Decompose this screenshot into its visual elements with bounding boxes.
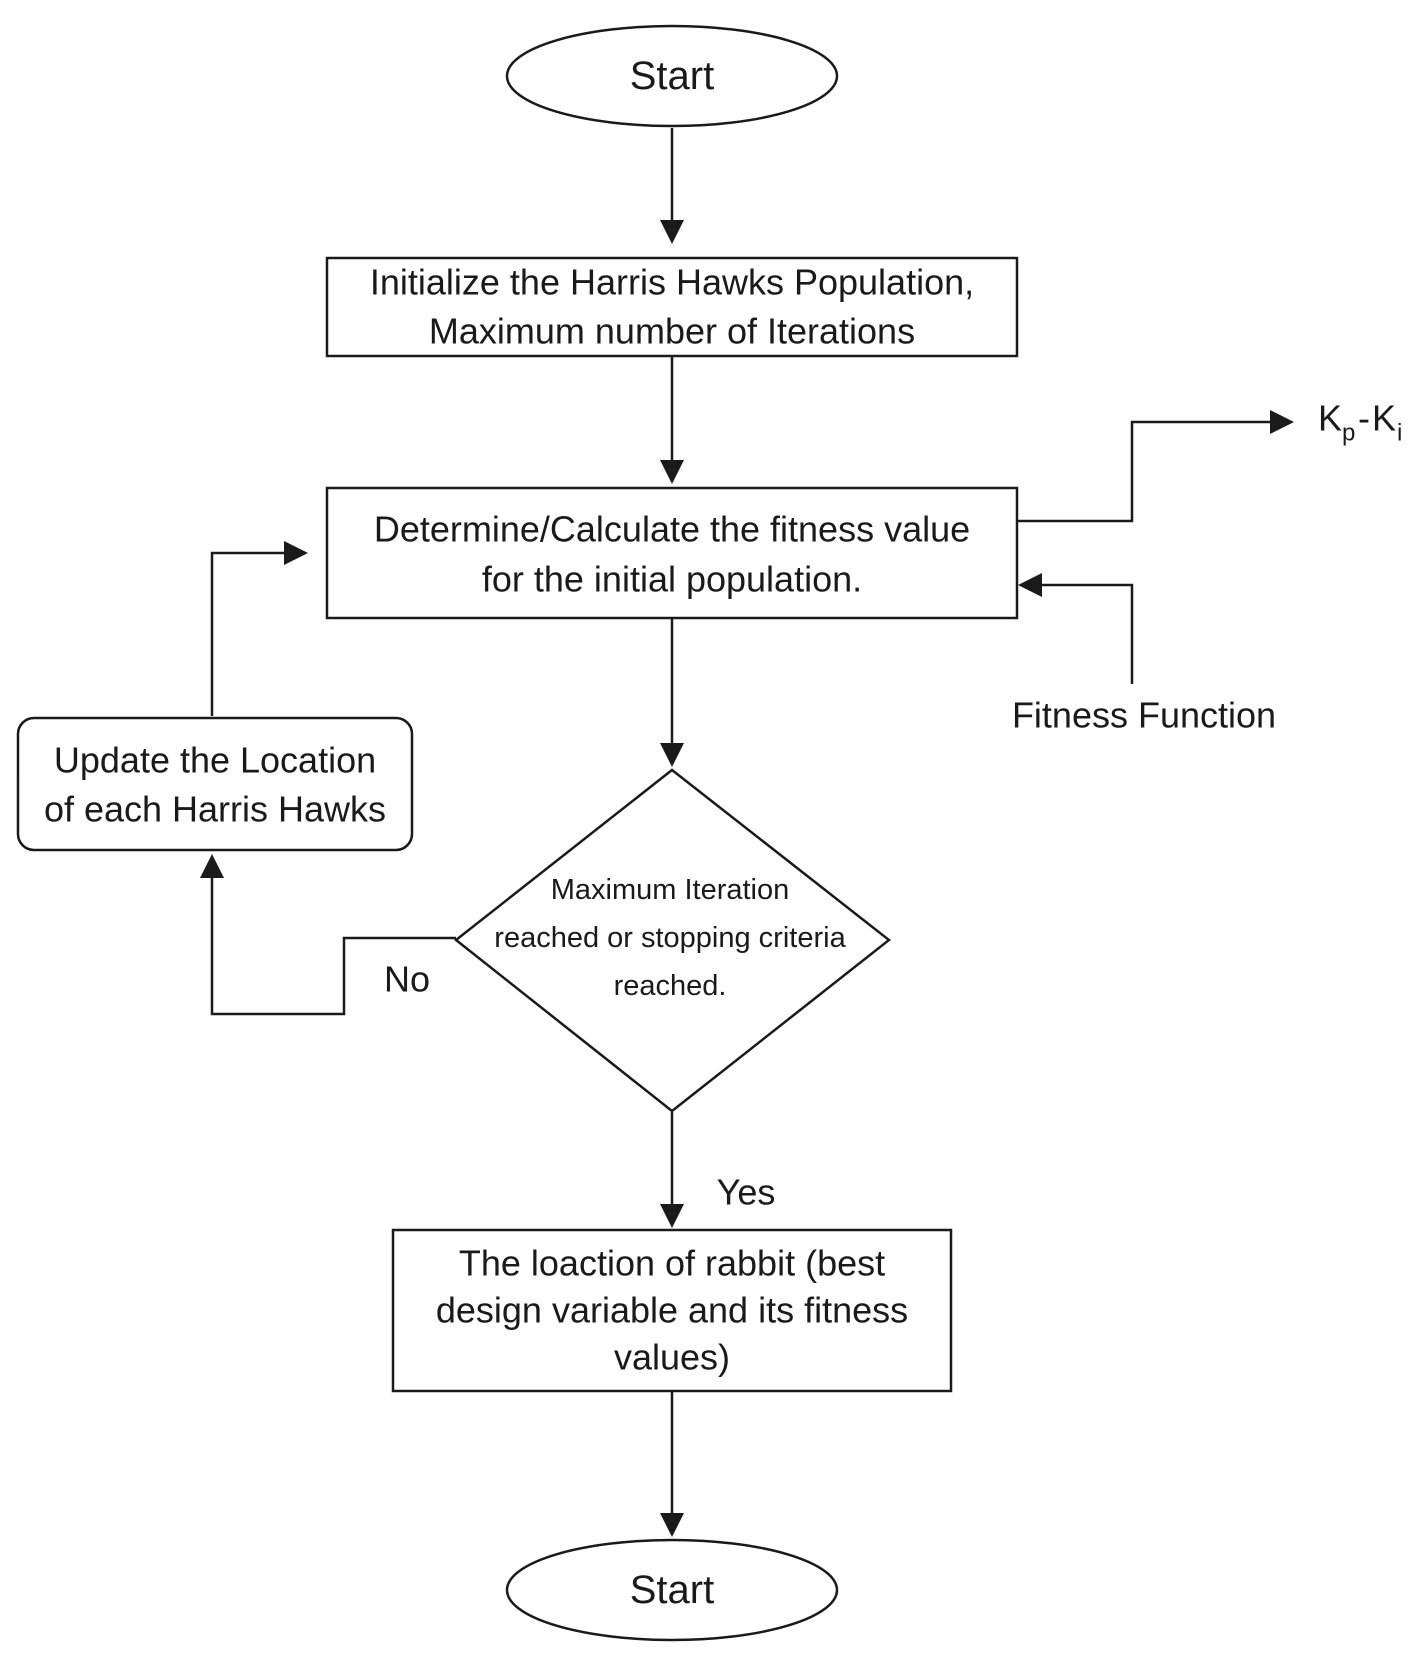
fitness-line-1: Determine/Calculate the fitness value — [374, 509, 970, 550]
arrowhead-output — [1270, 410, 1294, 434]
initialize-line-1: Initialize the Harris Hawks Population, — [370, 262, 974, 303]
initialize-box — [325, 256, 1019, 358]
arrowhead-end — [660, 1513, 684, 1537]
result-box — [391, 1228, 953, 1393]
update-process: Update the Location of each Harris Hawks — [16, 716, 414, 852]
arrowhead-fitness — [660, 460, 684, 484]
connectors — [200, 128, 1294, 1537]
arrowhead-initialize — [660, 220, 684, 244]
start-terminal-top: Start — [505, 24, 839, 128]
result-line-1: The loaction of rabbit (best — [459, 1243, 885, 1284]
arrow-decision-no-to-update — [210, 868, 456, 1016]
arrow-fitness-to-output — [1017, 420, 1278, 523]
initialize-process: Initialize the Harris Hawks Population, … — [325, 256, 1019, 358]
initialize-line-2: Maximum number of Iterations — [429, 311, 915, 352]
update-line-2: of each Harris Hawks — [44, 789, 386, 830]
decision-line-2: reached or stopping criteria — [494, 922, 846, 954]
arrowhead-fitness-loop — [284, 541, 308, 565]
decision-line-1: Maximum Iteration — [551, 874, 790, 906]
fitness-line-2: for the initial population. — [482, 559, 862, 600]
kp-main: K — [1318, 398, 1342, 439]
update-line-1: Update the Location — [54, 740, 376, 781]
fitness-function-label: Fitness Function — [1012, 695, 1276, 736]
arrowhead-fitness-input — [1018, 573, 1042, 597]
start-bottom-oval — [505, 1538, 839, 1642]
fitness-box — [325, 486, 1019, 620]
result-line-2: design variable and its fitness — [436, 1290, 908, 1331]
start-bottom-label: Start — [630, 1568, 714, 1612]
start-terminal-bottom: Start — [505, 1538, 839, 1642]
kp-subscript: p — [1342, 420, 1355, 447]
arrowhead-result — [660, 1204, 684, 1228]
ki-subscript: i — [1397, 420, 1402, 447]
fitness-process: Determine/Calculate the fitness value fo… — [325, 486, 1019, 620]
no-label: No — [384, 959, 430, 1000]
decision: Maximum Iteration reached or stopping cr… — [453, 768, 892, 1113]
result-line-3: values) — [614, 1337, 730, 1378]
arrow-update-to-fitness — [210, 551, 296, 716]
update-box — [16, 716, 414, 852]
decision-line-3: reached. — [614, 970, 727, 1002]
arrow-fitness-function-to-fitness — [1030, 583, 1134, 684]
start-top-label: Start — [630, 54, 714, 98]
result-process: The loaction of rabbit (best design vari… — [391, 1228, 953, 1393]
arrowhead-decision — [660, 743, 684, 767]
ki-main: K — [1372, 398, 1396, 439]
kp-ki-separator: - — [1358, 398, 1370, 439]
start-top-oval — [505, 24, 839, 128]
kp-ki-output-label: K p - K i — [1318, 398, 1402, 447]
arrowhead-update — [200, 854, 224, 878]
decision-diamond — [453, 768, 892, 1113]
yes-label: Yes — [717, 1172, 776, 1213]
